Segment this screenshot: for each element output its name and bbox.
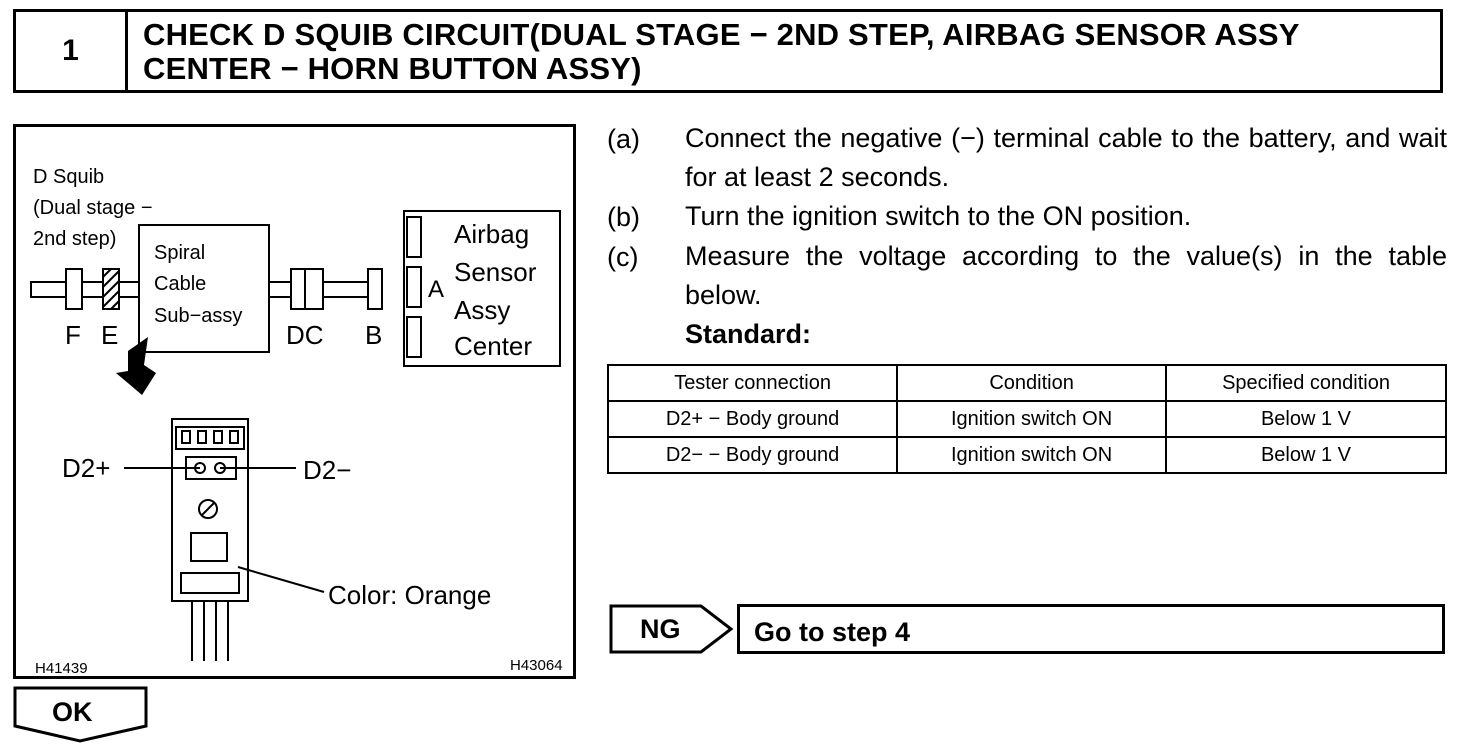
- airbag-label-3: Assy: [454, 295, 511, 325]
- step-c-text: Measure the voltage according to the val…: [685, 241, 1447, 310]
- ng-label: NG: [640, 614, 681, 644]
- connector-a-label: A: [428, 276, 445, 303]
- locking-screw: [198, 499, 218, 519]
- arrow-icon: [116, 337, 156, 395]
- table-cell: Below 1 V: [1165, 436, 1447, 474]
- squib-label-2: (Dual stage −: [33, 197, 153, 219]
- color-note: Color: Orange: [328, 580, 492, 610]
- pin-d2-minus-label: D2−: [303, 455, 352, 485]
- airbag-sensor-box: [403, 210, 561, 367]
- squib-label-3: 2nd step): [33, 228, 117, 250]
- figure-code-left: H41439: [35, 660, 88, 677]
- figure-code-right: H43064: [510, 657, 563, 674]
- spiral-label-2: Cable: [154, 273, 207, 295]
- table-cell: Below 1 V: [1165, 400, 1447, 438]
- squib-label-1: D Squib: [33, 166, 105, 188]
- table-row: D2− − Body ground Ignition switch ON Bel…: [606, 436, 1447, 474]
- spec-table: Tester connection Condition Specified co…: [606, 364, 1447, 474]
- diagram-graphics: [30, 210, 561, 661]
- step-c-letter: (c): [607, 242, 639, 272]
- table-cell: Ignition switch ON: [896, 400, 1168, 438]
- connector-f-label: F: [65, 320, 81, 350]
- ng-result-box: Go to step 4: [737, 604, 1445, 654]
- table-header: Condition: [896, 364, 1168, 402]
- table-header: Specified condition: [1165, 364, 1447, 402]
- table-cell: D2− − Body ground: [606, 436, 899, 474]
- table-row: D2+ − Body ground Ignition switch ON Bel…: [606, 400, 1447, 438]
- connector-dc-label: DC: [286, 320, 324, 350]
- table-cell: D2+ − Body ground: [606, 400, 899, 438]
- ok-arrow-shape: [13, 686, 148, 743]
- squib-connector-body: [171, 418, 249, 602]
- connector-c: [304, 268, 324, 310]
- ng-arrow-shape: [609, 604, 734, 654]
- step-b-text: Turn the ignition switch to the ON posit…: [685, 201, 1192, 231]
- airbag-label-1: Airbag: [454, 219, 530, 249]
- ng-go-to-step: Go to step 4: [754, 617, 911, 647]
- connector-b: [367, 268, 383, 310]
- connector-e-label: E: [101, 320, 119, 350]
- connector-f: [65, 268, 83, 310]
- step-a-text: Connect the negative (−) terminal cable …: [685, 123, 1447, 192]
- connector-b-label: B: [365, 320, 383, 350]
- airbag-label-2: Sensor: [454, 257, 537, 287]
- step-header: 1 CHECK D SQUIB CIRCUIT(DUAL STAGE − 2ND…: [13, 9, 1443, 93]
- standard-label: Standard:: [685, 319, 812, 349]
- spiral-label-1: Spiral: [154, 242, 206, 264]
- wiring-diagram: D Squib (Dual stage − 2nd step) Spiral C…: [13, 124, 576, 679]
- step-a-letter: (a): [607, 124, 640, 154]
- table-cell: Ignition switch ON: [896, 436, 1168, 474]
- step-b-letter: (b): [607, 202, 640, 232]
- pin-d2-plus-label: D2+: [62, 453, 111, 483]
- table-header-row: Tester connection Condition Specified co…: [606, 364, 1447, 402]
- step-title: CHECK D SQUIB CIRCUIT(DUAL STAGE − 2ND S…: [143, 17, 1300, 86]
- airbag-label-4: Center: [454, 331, 533, 361]
- ok-label: OK: [52, 697, 93, 727]
- leader-color: [237, 566, 325, 593]
- step-number: 1: [16, 12, 128, 90]
- spiral-cable-box: [138, 224, 270, 353]
- spiral-label-3: Sub−assy: [154, 305, 243, 327]
- cable-end: [30, 281, 38, 298]
- table-header: Tester connection: [606, 364, 899, 402]
- connector-d: [290, 268, 306, 310]
